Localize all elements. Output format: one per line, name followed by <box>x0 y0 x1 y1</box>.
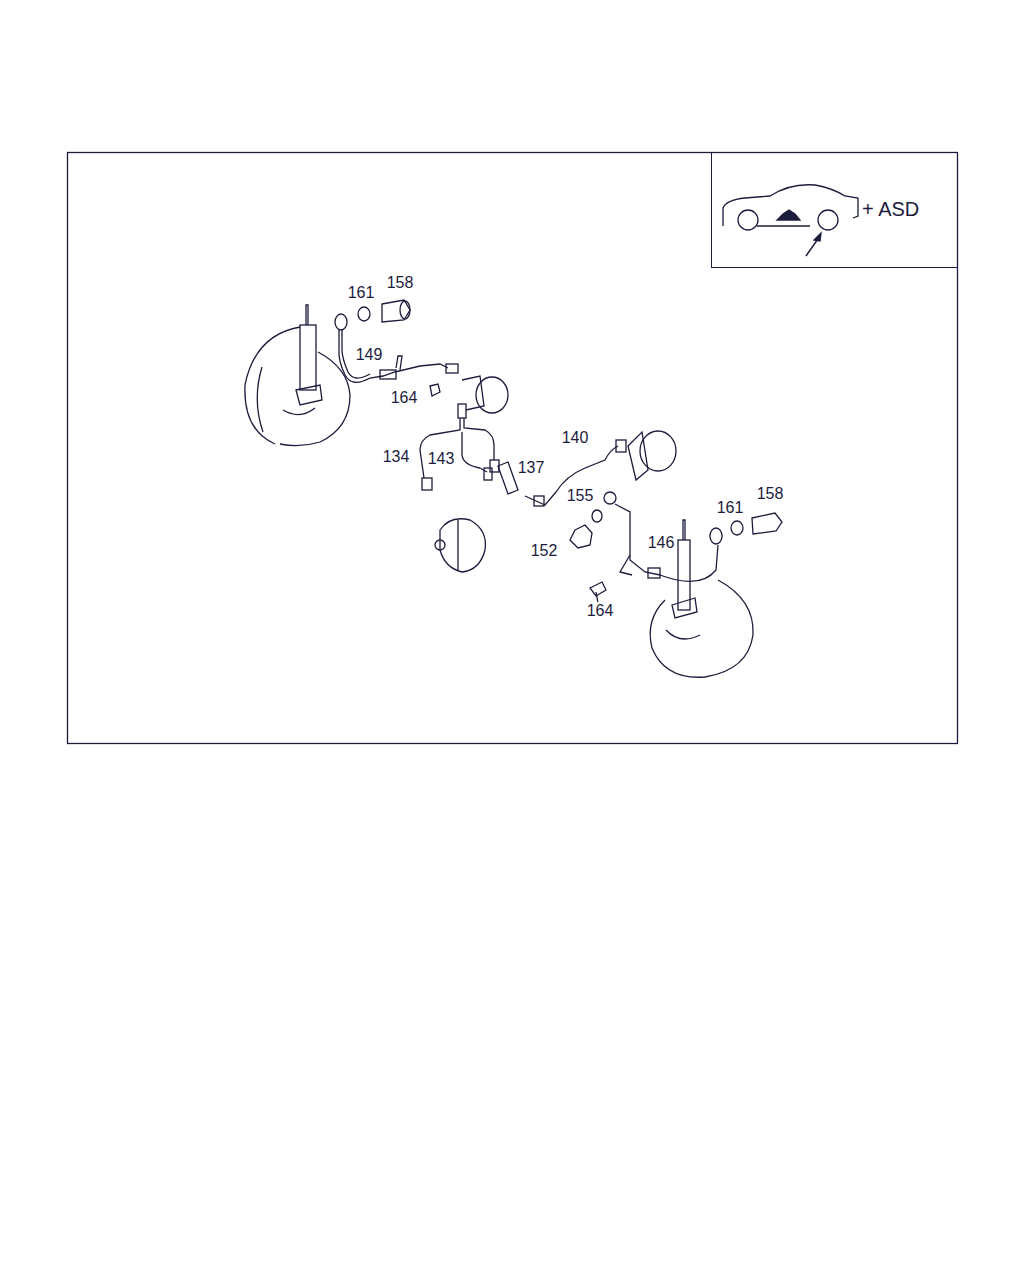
callout-number: 152 <box>530 542 559 560</box>
callout-number: 137 <box>517 459 546 477</box>
brake-lines-134-143 <box>420 404 499 490</box>
callout-number: 155 <box>566 487 595 505</box>
callout-number: 161 <box>716 499 745 517</box>
callout-number: 143 <box>427 450 456 468</box>
pressure-accumulators <box>462 376 676 480</box>
brake-line-149 <box>335 314 458 382</box>
inset-text: + ASD <box>862 198 919 220</box>
left-brake-disc <box>245 305 350 446</box>
fastener-hardware <box>358 300 782 603</box>
brake-line-146 <box>604 492 718 581</box>
callout-number: 146 <box>647 534 676 552</box>
master-cylinder-unit <box>435 519 485 572</box>
callout-number: 149 <box>355 346 384 364</box>
inset-box: + ASD <box>711 152 958 268</box>
car-icon <box>723 185 858 256</box>
callout-number: 140 <box>561 429 590 447</box>
outer-frame <box>68 153 958 744</box>
callout-number: 158 <box>756 485 785 503</box>
callout-number: 164 <box>586 602 615 620</box>
brake-line-137-140 <box>498 440 626 506</box>
callout-number: 158 <box>386 274 415 292</box>
callout-number: 161 <box>347 284 376 302</box>
callout-number: 164 <box>390 389 419 407</box>
callout-number: 134 <box>382 448 411 466</box>
